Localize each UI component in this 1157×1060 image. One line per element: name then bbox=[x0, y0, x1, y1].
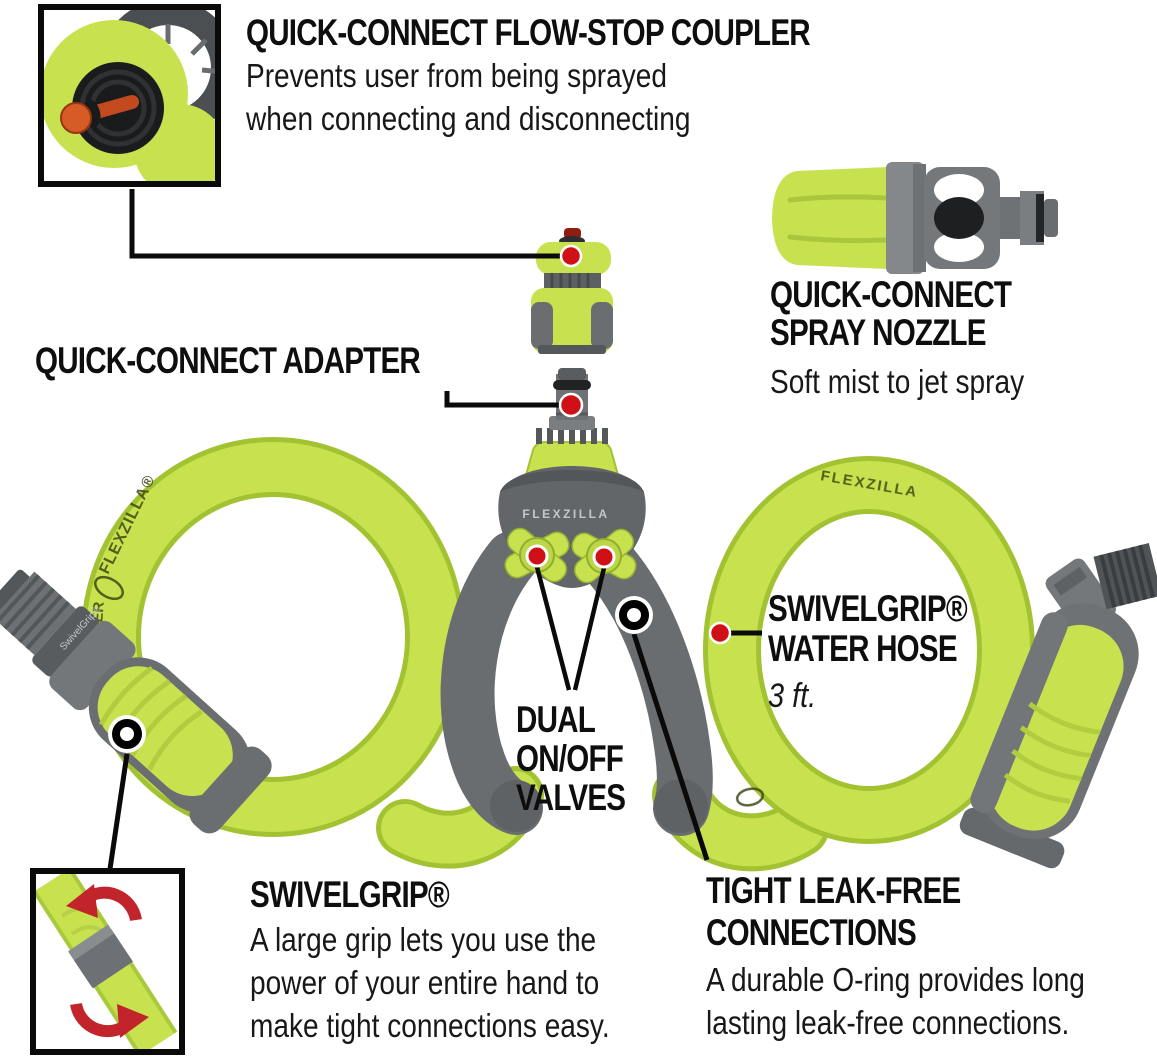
splitter-assembly: FLEXZILLA bbox=[498, 428, 646, 588]
dual-valves-title-line1: DUAL bbox=[516, 699, 596, 740]
leak-free-desc-line1: A durable O-ring provides long bbox=[706, 961, 1085, 998]
callout-adapter: QUICK-CONNECT ADAPTER bbox=[35, 340, 516, 382]
right-thread bbox=[1093, 543, 1157, 610]
dual-valves-title-line2: ON/OFF bbox=[516, 738, 624, 779]
water-hose-length: 3 ft. bbox=[768, 677, 817, 715]
adapter-title: QUICK-CONNECT ADAPTER bbox=[35, 340, 421, 381]
right-hose-loop bbox=[703, 456, 1035, 844]
callout-leak-free: TIGHT LEAK-FREE CONNECTIONS A durable O-… bbox=[706, 870, 1152, 1044]
callout-dual-valves: DUAL ON/OFF VALVES bbox=[516, 700, 653, 817]
leader-leak-free bbox=[631, 633, 710, 861]
spray-nozzle-desc: Soft mist to jet spray bbox=[770, 363, 1025, 400]
callout-swivelgrip: SWIVELGRIP® A large grip lets you use th… bbox=[250, 874, 673, 1047]
red-dot-valve-right bbox=[592, 545, 616, 569]
splitter-arm-left bbox=[440, 531, 543, 835]
callout-flow-stop-coupler: QUICK-CONNECT FLOW-STOP COUPLER Prevents… bbox=[246, 12, 951, 140]
dual-valves-title-line3: VALVES bbox=[516, 777, 626, 818]
rotation-arrow-top-icon bbox=[66, 884, 142, 922]
red-dot-valve-left bbox=[525, 544, 549, 568]
swivelgrip-title: SWIVELGRIP® bbox=[250, 874, 450, 915]
coupler-closeup-art bbox=[44, 10, 215, 181]
flow-stop-coupler-desc-line2: when connecting and disconnecting bbox=[246, 100, 691, 137]
left-grip-assembly: SwivelGrip® bbox=[0, 569, 272, 834]
adapter-o-ring bbox=[553, 380, 591, 390]
spray-nozzle bbox=[772, 162, 1058, 274]
water-hose-title-line1: SWIVELGRIP® bbox=[768, 588, 968, 629]
flow-stop-coupler-title: QUICK-CONNECT FLOW-STOP COUPLER bbox=[246, 12, 811, 53]
leader-swivelgrip bbox=[107, 753, 130, 870]
thread-ridges bbox=[0, 574, 71, 650]
callout-markers bbox=[108, 244, 732, 753]
hose-badge-right bbox=[735, 787, 765, 807]
hose-badge-left bbox=[94, 575, 124, 601]
red-dot-adapter bbox=[558, 392, 584, 418]
swivelgrip-closeup-art bbox=[36, 874, 178, 1049]
leader-valves bbox=[534, 566, 607, 691]
swivelgrip-desc-line3: make tight connections easy. bbox=[250, 1007, 610, 1044]
coupler-closeup-inset bbox=[38, 4, 221, 187]
callout-spray-nozzle: QUICK-CONNECT SPRAY NOZZLE Soft mist to … bbox=[770, 276, 1071, 403]
spray-nozzle-title-line2: SPRAY NOZZLE bbox=[770, 312, 987, 353]
leader-flow-stop bbox=[129, 189, 560, 259]
leak-free-desc-line2: lasting leak-free connections. bbox=[706, 1004, 1070, 1041]
ring-marker-leak-free bbox=[615, 596, 653, 634]
ring-marker-swivelgrip bbox=[108, 715, 146, 753]
leak-free-title-line1: TIGHT LEAK-FREE bbox=[706, 870, 961, 911]
swivelgrip-closeup-inset bbox=[30, 868, 185, 1055]
callout-water-hose: SWIVELGRIP® WATER HOSE 3 ft. bbox=[768, 589, 1017, 718]
leader-adapter bbox=[444, 391, 560, 408]
swivelgrip-desc-line2: power of your entire hand to bbox=[250, 964, 600, 1001]
spray-nozzle-title-line1: QUICK-CONNECT bbox=[770, 274, 1012, 315]
leader-lines bbox=[107, 189, 762, 870]
leak-free-title-line2: CONNECTIONS bbox=[706, 912, 917, 953]
flow-stop-coupler-desc-line1: Prevents user from being sprayed bbox=[246, 57, 667, 94]
splitter-brand-print: FLEXZILLA bbox=[522, 507, 609, 521]
water-hose-title-line2: WATER HOSE bbox=[768, 628, 958, 669]
swivelgrip-desc-line1: A large grip lets you use the bbox=[250, 921, 597, 958]
rotation-arrow-bottom-icon bbox=[70, 1002, 149, 1038]
red-dot-coupler bbox=[559, 244, 583, 268]
coupler-orange-plug bbox=[60, 102, 92, 134]
nozzle-o-ring bbox=[1036, 194, 1044, 242]
right-grip-assembly bbox=[959, 543, 1157, 869]
red-dot-water-hose bbox=[708, 621, 732, 645]
